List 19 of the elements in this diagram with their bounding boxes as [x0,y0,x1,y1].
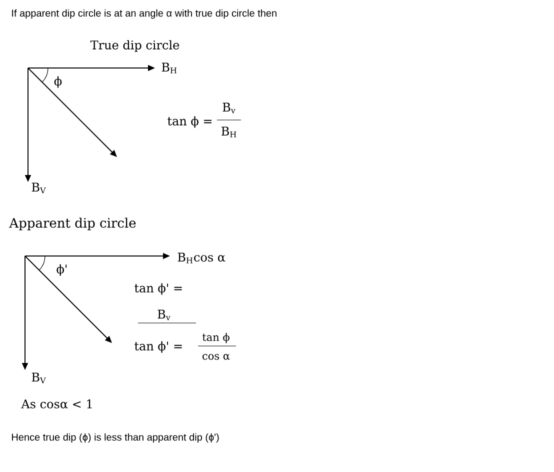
heading: True dip circle [90,40,180,52]
formula-text: tan ϕ' = [134,341,182,353]
vector-label: B$_{V}$ [32,182,46,194]
denominator: cos α [202,354,230,360]
numerator: tan ϕ [202,332,230,344]
numerator: B$_{v}$ [158,310,170,320]
vector-label: B$_{H}$ [162,62,177,74]
vector-label: B$_{H}$cos α [178,252,226,264]
angle-label: ϕ [54,76,62,88]
vector-label: B$_{V}$ [32,372,46,384]
sentence: Hence true dip (ϕ) is less than apparent dip (ϕ') [12,433,219,443]
denominator: B$_{H}$ [222,126,236,138]
note: As cosα < 1 [21,399,92,408]
heading: Apparent dip circle [9,218,136,230]
sentence: If apparent dip circle is at an angle α with true dip circle then [12,9,276,19]
numerator: B$_{v}$ [222,102,236,114]
angle-label: ϕ' [56,264,67,276]
formula-text: tan ϕ = [168,116,212,128]
formula-text: tan ϕ' = [134,283,182,295]
